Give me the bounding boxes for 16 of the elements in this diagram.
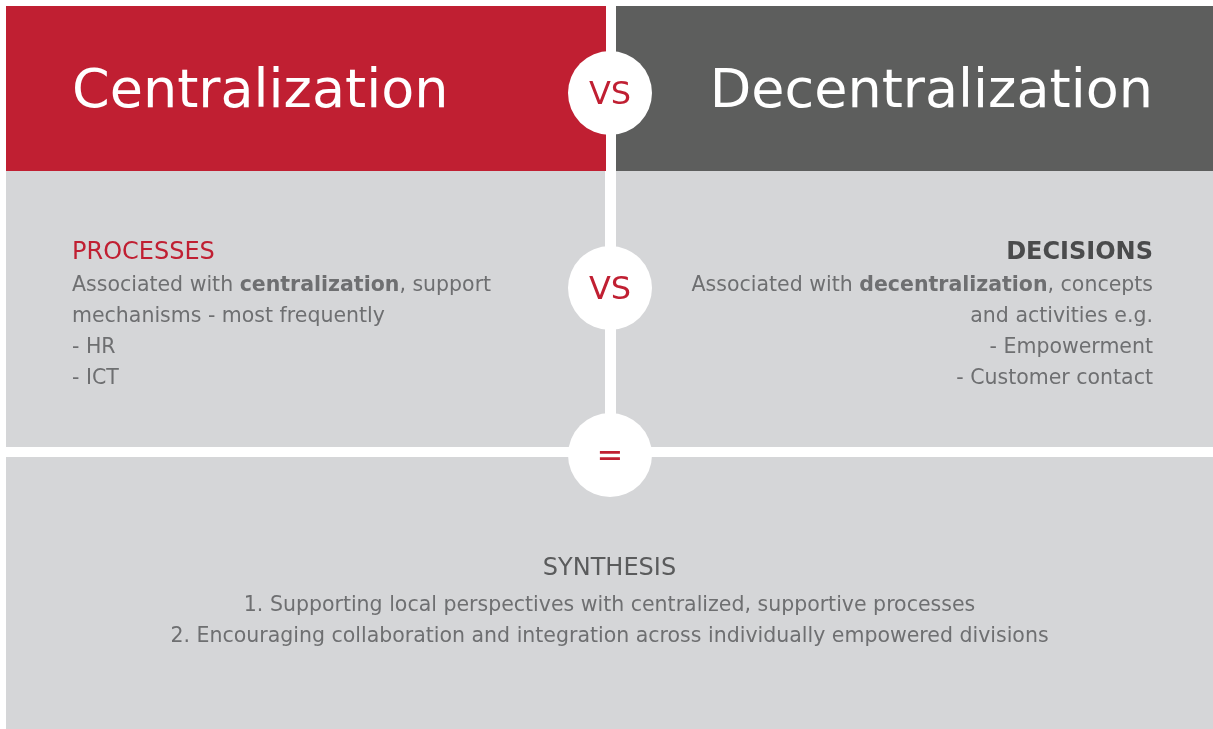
list-item: 1. Supporting local perspectives with centralized, supportive processes [242,591,977,618]
list-item: - ICT [72,364,120,391]
list-item: 2. Encouraging collaboration and integration across individually empowered divisions [169,622,1050,649]
vs-label: = [596,439,624,471]
description: Associated with decentralization, concepts and activities e.g. [690,271,1153,329]
title: Centralization [72,61,449,116]
list-item: - Empowerment [988,333,1153,360]
section-heading: PROCESSES [72,236,216,267]
section-heading: SYNTHESIS [541,552,678,583]
title: Decentralization [709,61,1153,116]
list-item: - Customer contact [955,364,1153,391]
list-item: - HR [72,333,117,360]
description: Associated with centralization, support mechanisms - most frequently [72,271,493,329]
section-heading: DECISIONS [1005,236,1153,267]
vs-label: VS [588,272,632,304]
vs-label: VS [588,77,632,109]
